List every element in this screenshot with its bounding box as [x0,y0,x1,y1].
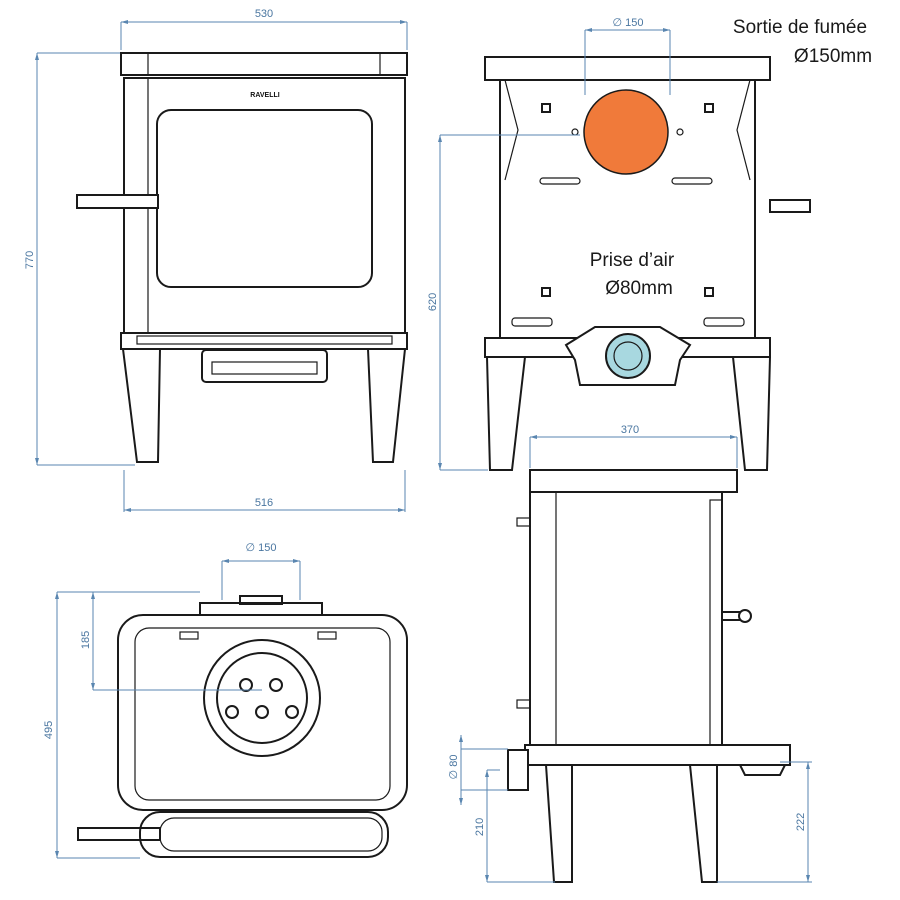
air-intake-title: Prise d’air [590,250,675,271]
dim-side-air-diameter: ∅ 80 [448,755,460,780]
dim-front-height: 770 [24,251,36,269]
dim-top-depth: 495 [43,721,55,739]
dim-side-base-height: 222 [795,813,807,831]
top-flue-ring [203,639,321,757]
top-view: ∅ 150 185 495 [43,542,408,859]
dim-top-flue-offset: 185 [80,631,92,649]
door-handle [76,194,159,209]
air-intake-size: Ø80mm [605,278,673,299]
dim-front-width-top: 530 [255,8,273,20]
smoke-outlet [583,89,669,175]
brand-logo: RAVELLI [250,92,279,99]
smoke-outlet-title: Sortie de fumée [733,17,867,38]
back-view: Prise d’air Ø80mm Sortie de fumée Ø150mm… [427,17,872,471]
leg [367,348,406,463]
front-view: RAVELLI 530 770 516 [24,8,408,512]
dim-top-flue-diameter: ∅ 150 [246,542,277,554]
air-intake [605,333,651,379]
side-air-intake [507,749,529,791]
dim-back-outlet-height: 620 [427,293,439,311]
leg [122,348,161,463]
dim-front-width-bottom: 516 [255,497,273,509]
dim-side-air-height: 210 [474,818,486,836]
ash-drawer [201,349,328,383]
door-glass [156,109,373,288]
side-view: 370 ∅ 80 210 222 [448,424,812,883]
dim-side-depth: 370 [621,424,639,436]
dim-back-flue-diameter: ∅ 150 [613,17,644,29]
smoke-outlet-size: Ø150mm [794,46,872,67]
